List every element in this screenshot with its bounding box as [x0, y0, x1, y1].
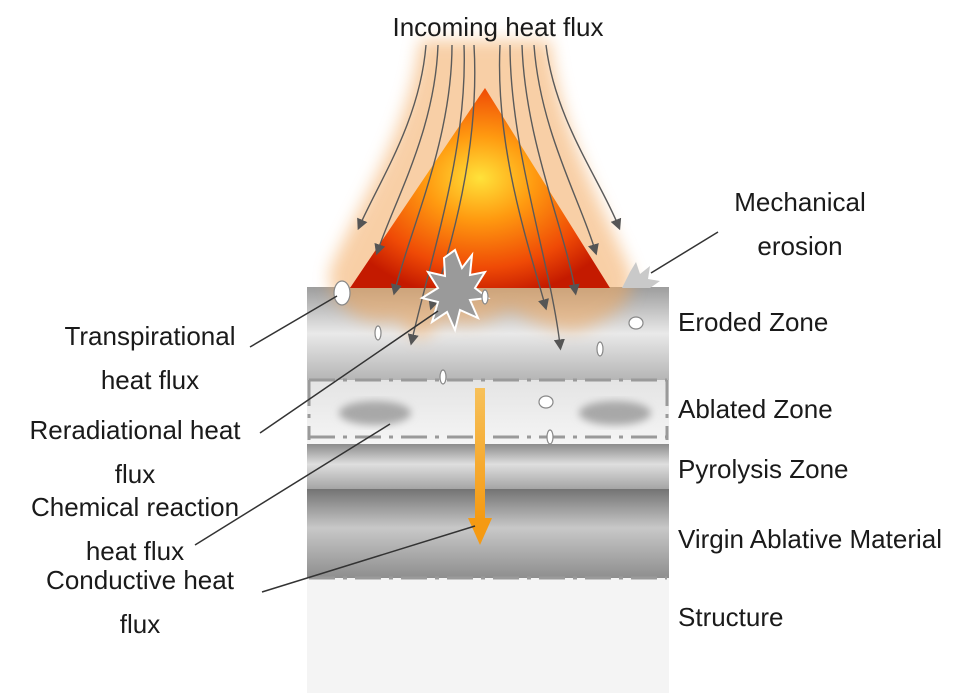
zone-pyrolysis-label: Pyrolysis Zone — [678, 454, 849, 484]
virgin-material-layer — [307, 487, 669, 578]
chemical-line-2: heat flux — [85, 536, 185, 566]
pyrolysis-layer — [307, 444, 669, 489]
flux-streamlines — [357, 44, 622, 351]
structure-layer — [307, 576, 669, 693]
conductive-label: Conductive heat flux — [20, 565, 260, 639]
conduction-arrow — [468, 388, 492, 545]
conductive-line-1: Conductive heat — [46, 565, 234, 595]
reradiational-line-2: flux — [114, 459, 156, 489]
conductive-line-2: flux — [119, 609, 161, 639]
mechanical-erosion-label: Mechanical erosion — [700, 187, 900, 261]
incoming-heat-flux-label: Incoming heat flux — [392, 12, 604, 42]
transpirational-line-1: Transpirational — [64, 321, 236, 351]
zone-eroded-label: Eroded Zone — [678, 307, 829, 337]
mechanical-line-1: Mechanical — [734, 187, 866, 217]
reradiational-label: Reradiational heat flux — [5, 415, 265, 489]
erosion-burst — [622, 262, 660, 288]
reradiational-line-1: Reradiational heat — [29, 415, 241, 445]
reradiation-starburst — [419, 248, 491, 334]
gas-bubbles — [333, 280, 644, 445]
zone-virgin-label: Virgin Ablative Material — [678, 524, 942, 554]
flame-triangle — [350, 88, 610, 288]
chemical-line-1: Chemical reaction — [30, 492, 240, 522]
leader-lines — [194, 231, 719, 593]
zone-ablated-label: Ablated Zone — [678, 394, 833, 424]
chemical-label: Chemical reaction heat flux — [5, 492, 265, 566]
transpirational-label: Transpirational heat flux — [30, 321, 270, 395]
char-blob-left — [339, 401, 411, 425]
transpirational-line-2: heat flux — [100, 365, 200, 395]
mechanical-line-2: erosion — [757, 231, 843, 261]
char-blob-right — [579, 401, 651, 425]
zone-structure-label: Structure — [678, 602, 784, 632]
